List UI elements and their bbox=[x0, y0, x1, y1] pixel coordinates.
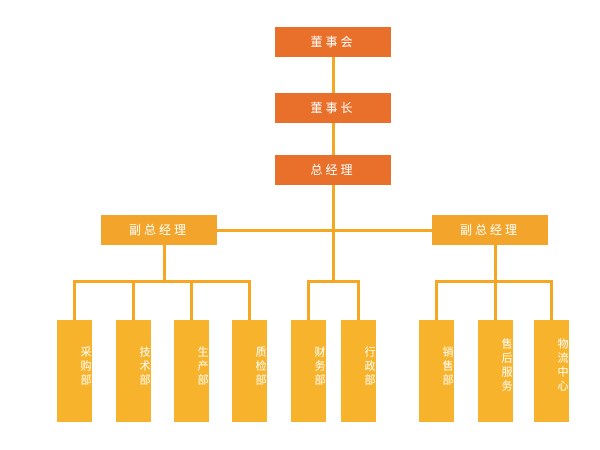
connector-drop-production bbox=[190, 280, 193, 322]
connector-drop-quality bbox=[248, 280, 251, 322]
node-department-after-sales-service[interactable]: 售后服务 bbox=[478, 320, 513, 422]
node-general-manager[interactable]: 总经理 bbox=[275, 155, 391, 185]
connector-deputy-left-drop bbox=[163, 245, 166, 280]
connector-drop-purchasing bbox=[73, 280, 76, 322]
connector-drop-finance bbox=[307, 280, 310, 322]
connector-gm-trunk bbox=[332, 185, 335, 280]
node-board-of-directors[interactable]: 董事会 bbox=[275, 27, 391, 57]
node-department-quality-inspection[interactable]: 质检部 bbox=[232, 320, 267, 422]
connector-drop-logistics bbox=[550, 280, 553, 322]
node-department-technology[interactable]: 技术部 bbox=[116, 320, 151, 422]
node-deputy-general-manager-left[interactable]: 副总经理 bbox=[101, 215, 217, 245]
connector-chairman-to-gm bbox=[332, 123, 335, 155]
node-department-administration[interactable]: 行政部 bbox=[341, 320, 376, 422]
node-deputy-general-manager-right[interactable]: 副总经理 bbox=[432, 215, 548, 245]
connector-left-group-bus bbox=[73, 280, 251, 283]
node-department-finance[interactable]: 财务部 bbox=[291, 320, 326, 422]
connector-drop-sales bbox=[435, 280, 438, 322]
connector-board-to-chairman bbox=[332, 57, 335, 95]
node-department-sales[interactable]: 销售部 bbox=[419, 320, 454, 422]
connector-deputy-bus bbox=[101, 229, 531, 232]
connector-drop-technology bbox=[132, 280, 135, 322]
node-chairman[interactable]: 董事长 bbox=[275, 93, 391, 123]
connector-deputy-right-drop bbox=[494, 245, 497, 280]
connector-drop-administration bbox=[357, 280, 360, 322]
node-department-production[interactable]: 生产部 bbox=[174, 320, 209, 422]
connector-center-group-bus bbox=[307, 280, 360, 283]
connector-drop-aftersales bbox=[494, 280, 497, 322]
node-department-logistics-center[interactable]: 物流中心 bbox=[534, 320, 569, 422]
node-department-purchasing[interactable]: 采购部 bbox=[57, 320, 92, 422]
